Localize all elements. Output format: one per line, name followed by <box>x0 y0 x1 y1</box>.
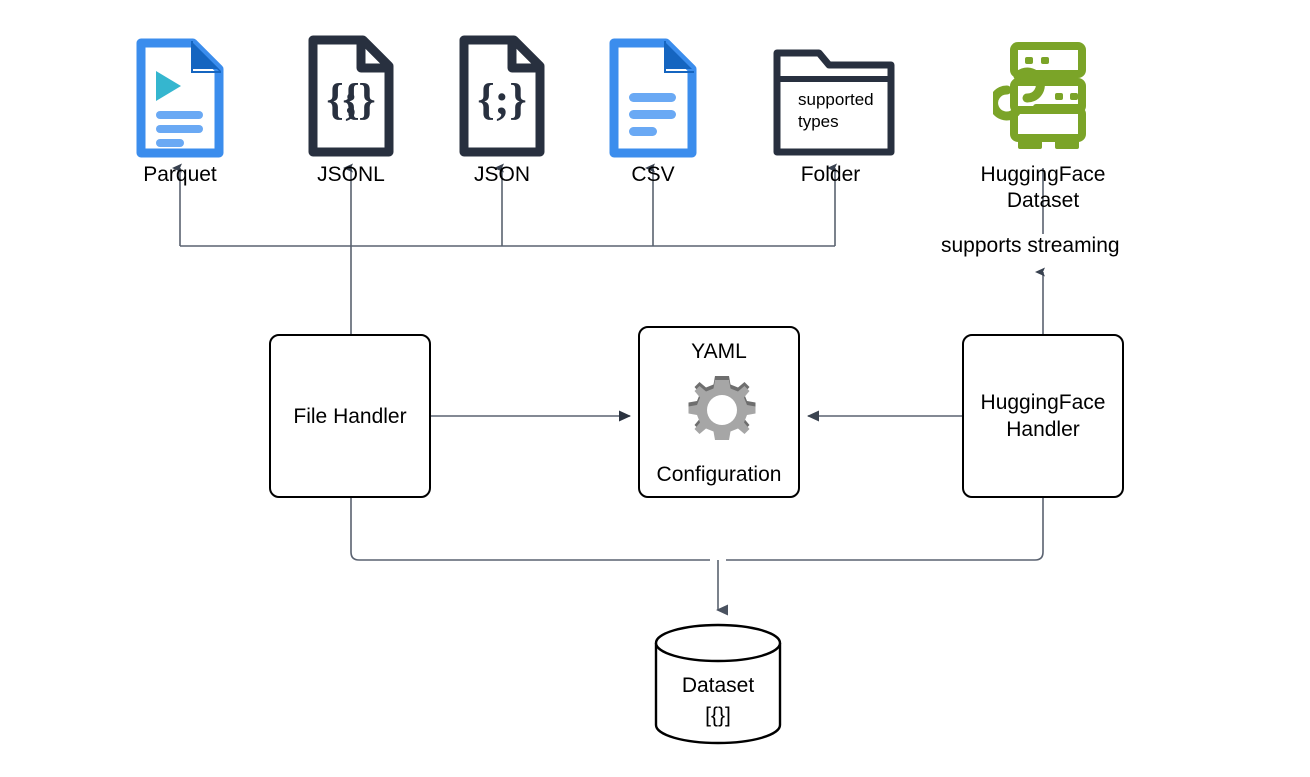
dataset-cylinder[interactable]: Dataset [{}] <box>653 622 783 746</box>
yaml-configuration-box[interactable]: YAML Configuration <box>638 326 800 498</box>
source-label-jsonl: JSONL <box>317 163 385 186</box>
source-node-hf-dataset[interactable]: HuggingFace Dataset <box>975 34 1111 214</box>
edge-hf-handler-to-dataset <box>726 498 1044 561</box>
json-file-icon: {;} <box>432 34 572 158</box>
huggingface-handler-box[interactable]: HuggingFace Handler <box>962 334 1124 498</box>
source-label-parquet: Parquet <box>143 163 217 186</box>
huggingface-handler-label-line1: HuggingFace <box>980 391 1106 414</box>
folder-contents-line1: supported <box>798 90 874 109</box>
huggingface-handler-label-line2: Handler <box>1006 418 1080 441</box>
source-node-jsonl[interactable]: { {;} JSONL <box>281 34 421 188</box>
jsonl-file-icon: { {;} <box>281 34 421 158</box>
file-handler-box[interactable]: File Handler <box>269 334 431 498</box>
source-label-json: JSON <box>473 163 530 186</box>
file-handler-label: File Handler <box>293 404 407 428</box>
edge-file-handler-to-dataset <box>350 498 710 561</box>
source-node-parquet[interactable]: Parquet <box>110 34 250 188</box>
svg-text:{: { <box>342 75 359 124</box>
yaml-title: YAML <box>691 340 747 363</box>
svg-text:{;}: {;} <box>477 75 526 124</box>
source-label-csv: CSV <box>631 163 675 186</box>
folder-icon: supported types <box>764 34 904 158</box>
folder-contents-line2: types <box>798 112 839 131</box>
svg-text:{;}: {;} <box>326 75 375 124</box>
yaml-subtitle: Configuration <box>656 463 782 486</box>
edge-label-supports-streaming: supports streaming <box>941 234 1120 258</box>
source-label-hf-dataset: HuggingFace Dataset <box>980 163 1106 212</box>
server-sync-icon <box>975 34 1111 158</box>
csv-file-icon <box>583 34 723 158</box>
source-node-json[interactable]: {;} JSON <box>432 34 572 188</box>
parquet-file-icon <box>110 34 250 158</box>
source-node-csv[interactable]: CSV <box>583 34 723 188</box>
source-label-folder: Folder <box>800 163 861 186</box>
source-node-folder[interactable]: supported types Folder <box>764 34 904 188</box>
gear-icon <box>678 372 760 454</box>
